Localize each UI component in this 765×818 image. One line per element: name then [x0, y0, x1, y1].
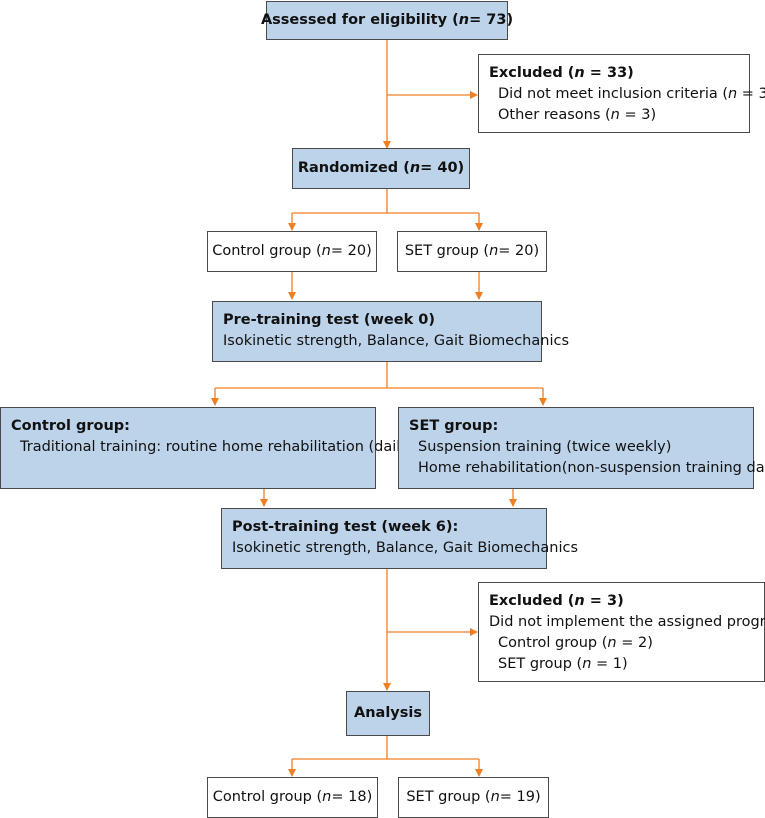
control-training-box: Control group: Traditional training: rou… [0, 407, 415, 489]
pretest-detail: Isokinetic strength, Balance, Gait Biome… [223, 333, 570, 349]
set-final-box: SET group (n = 19) [398, 777, 549, 818]
posttest-title: Post-training test (week 6): [232, 519, 459, 535]
set-training-suspension: Suspension training (twice weekly) [418, 439, 672, 455]
assessed-box: Assessed for eligibility (n = 73) [261, 1, 513, 40]
assessed-count: = 73) [469, 12, 514, 28]
randomized-count: = 40) [420, 160, 465, 176]
excluded-2-reason: Did not implement the assigned program [489, 614, 765, 630]
control-final-box: Control group (n = 18) [207, 777, 378, 818]
analysis-label: Analysis [354, 705, 422, 721]
posttest-box: Post-training test (week 6): Isokinetic … [221, 508, 579, 569]
assessed-n: n [458, 12, 470, 28]
assessed-label: Assessed for eligibility ( [260, 12, 459, 28]
excluded-2-control: Control group (n = 2) [498, 635, 653, 651]
excluded-box-2: Excluded (n = 3) Did not implement the a… [478, 582, 765, 682]
excluded-1-title: Excluded (n = 33) [489, 65, 634, 81]
analysis-box: Analysis [346, 691, 430, 736]
posttest-detail: Isokinetic strength, Balance, Gait Biome… [232, 540, 579, 556]
randomized-label: Randomized ( [297, 160, 410, 176]
randomized-box: Randomized (n = 40) [292, 148, 470, 189]
control-allocation-box: Control group (n = 20) [207, 231, 377, 272]
control-training-title: Control group: [11, 418, 130, 434]
excluded-2-title: Excluded (n = 3) [489, 593, 624, 609]
set-training-home: Home rehabilitation(non-suspension train… [418, 460, 765, 476]
set-training-box: SET group: Suspension training (twice we… [398, 407, 765, 489]
pretest-box: Pre-training test (week 0) Isokinetic st… [212, 301, 570, 362]
excluded-box-1: Excluded (n = 33) Did not meet inclusion… [478, 54, 765, 133]
set-training-title: SET group: [409, 418, 499, 434]
excluded-2-set: SET group (n = 1) [498, 656, 628, 672]
set-allocation-box: SET group (n = 20) [397, 231, 547, 272]
excluded-1-reason-criteria: Did not meet inclusion criteria (n = 30) [498, 86, 765, 102]
randomized-n: n [409, 160, 421, 176]
control-training-detail: Traditional training: routine home rehab… [20, 439, 415, 455]
pretest-title: Pre-training test (week 0) [223, 312, 435, 328]
excluded-1-reason-other: Other reasons (n = 3) [498, 107, 657, 123]
